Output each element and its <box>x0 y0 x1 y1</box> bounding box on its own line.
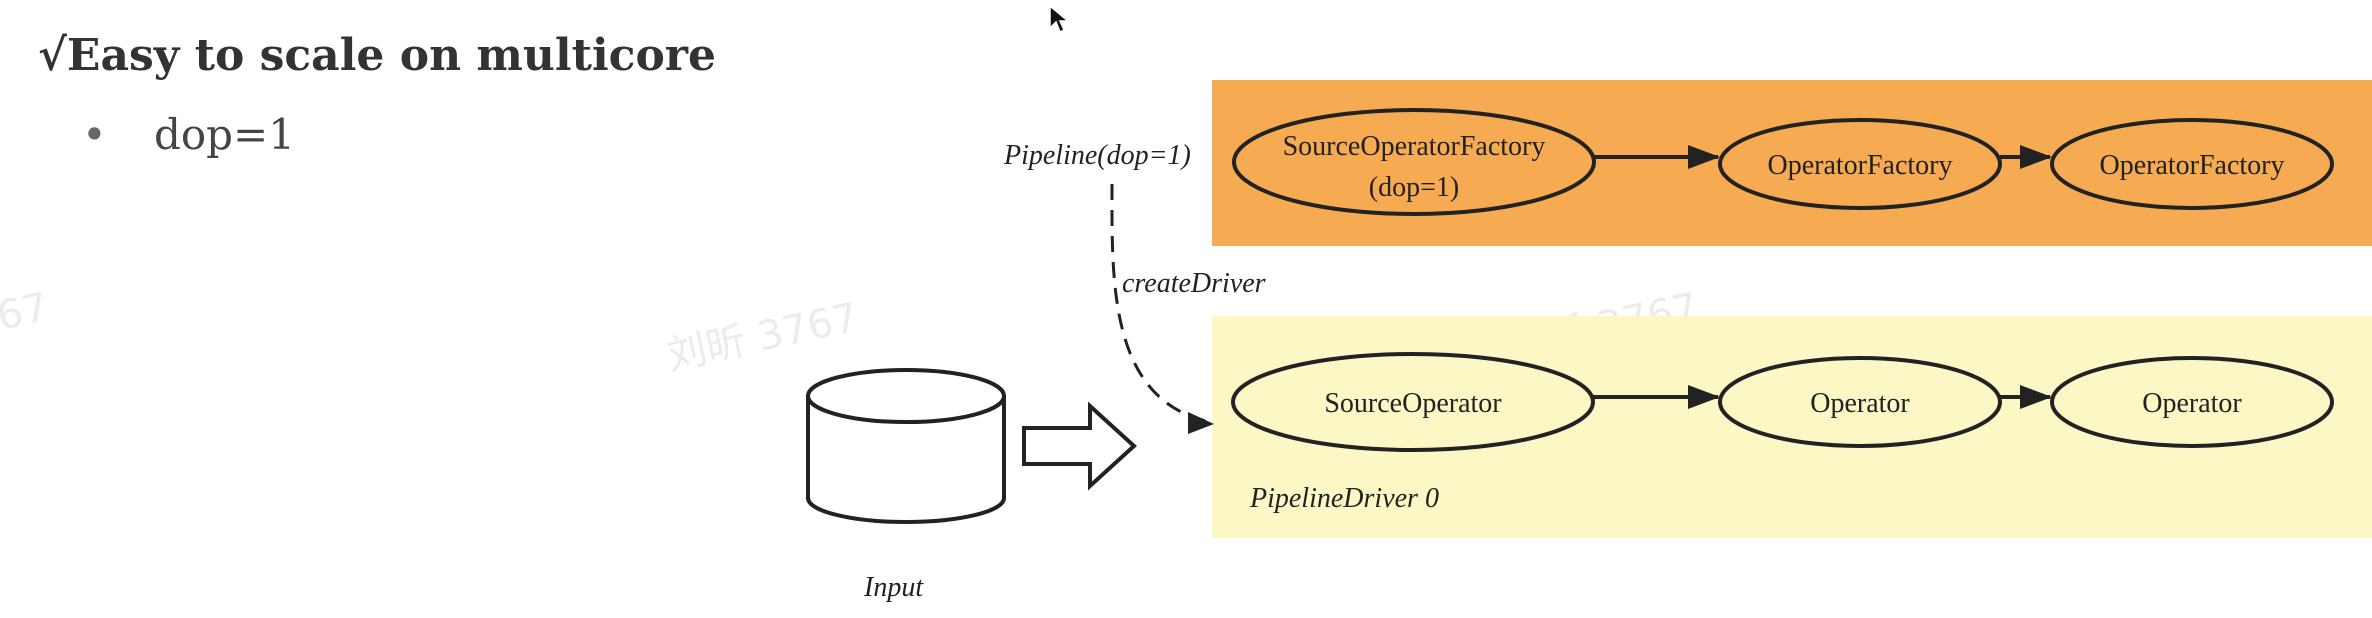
input-database-icon <box>806 368 1006 524</box>
watermark-text: 刘昕 3767 <box>663 294 863 379</box>
operator-factory-label-2: OperatorFactory <box>2099 150 2284 181</box>
heading-text: Easy to scale on multicore <box>66 30 716 81</box>
source-operator-factory-node <box>1232 108 1596 216</box>
source-operator-node <box>1231 352 1595 452</box>
pipeline-label: Pipeline(dop=1) <box>1003 140 1191 171</box>
slide-heading: √Easy to scale on multicore <box>38 30 716 81</box>
operator-label-2: Operator <box>2142 388 2242 419</box>
operator-factory-label-1: OperatorFactory <box>1767 150 1952 181</box>
pipeline-driver-label: PipelineDriver 0 <box>1249 483 1439 514</box>
operator-node-1 <box>1718 356 2002 448</box>
bullet-item: • dop=1 <box>82 110 295 159</box>
source-operator-factory-label: SourceOperatorFactory <box>1283 131 1546 162</box>
create-driver-label: createDriver <box>1122 268 1266 299</box>
operator-factory-node-1 <box>1718 118 2002 210</box>
watermark-text: 刘昕 3767 <box>0 284 52 369</box>
source-operator-factory-dop: (dop=1) <box>1369 172 1459 203</box>
create-driver-arrow <box>1110 183 1211 424</box>
bullet-dot-icon: • <box>82 110 107 159</box>
source-operator-label: SourceOperator <box>1324 388 1502 419</box>
check-mark-icon: √ <box>38 30 67 81</box>
operator-label-1: Operator <box>1810 388 1910 419</box>
create-driver-arrowhead <box>1188 412 1214 434</box>
operator-node-2 <box>2050 356 2334 448</box>
input-flow-arrow <box>1022 401 1137 491</box>
operator-factory-node-2 <box>2050 118 2334 210</box>
bullet-text: dop=1 <box>154 110 295 159</box>
mouse-cursor-icon <box>1049 4 1070 34</box>
input-label: Input <box>863 572 924 603</box>
